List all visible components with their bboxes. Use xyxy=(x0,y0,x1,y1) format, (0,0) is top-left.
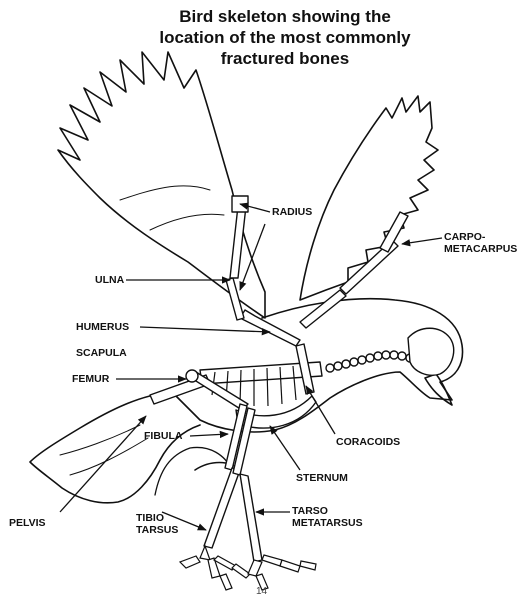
page-number: 14 xyxy=(256,586,267,597)
label-radius: RADIUS xyxy=(272,206,312,218)
label-ulna: ULNA xyxy=(95,274,124,286)
label-tibiotarsus: TIBIO TARSUS xyxy=(136,512,178,536)
label-tarsometatarsus-line-1: TARSO xyxy=(292,505,363,517)
label-tibiotarsus-line-1: TIBIO xyxy=(136,512,178,524)
diagram-title: Bird skeleton showing the location of th… xyxy=(120,6,450,69)
tibiotarsus-bone xyxy=(204,468,240,548)
label-coracoids: CORACOIDS xyxy=(336,436,400,448)
title-line-1: Bird skeleton showing the xyxy=(120,6,450,27)
ulna-bone xyxy=(226,278,244,320)
title-line-3: fractured bones xyxy=(120,48,450,69)
vertebrae xyxy=(326,351,414,372)
label-tibiotarsus-line-2: TARSUS xyxy=(136,524,178,536)
tarsometatarsus-bone xyxy=(240,474,262,562)
label-tarsometatarsus-line-2: METATARSUS xyxy=(292,517,363,529)
radius-bone xyxy=(230,206,246,278)
label-pelvis: PELVIS xyxy=(9,517,46,529)
label-fibula: FIBULA xyxy=(144,430,183,442)
label-humerus: HUMERUS xyxy=(76,321,129,333)
label-sternum: STERNUM xyxy=(296,472,348,484)
tail-outline xyxy=(30,392,200,503)
label-femur: FEMUR xyxy=(72,373,109,385)
title-line-2: location of the most commonly xyxy=(120,27,450,48)
label-carpometacarpus-line-1: CARPO- xyxy=(444,231,517,243)
label-tarsometatarsus: TARSO METATARSUS xyxy=(292,505,363,529)
label-scapula: SCAPULA xyxy=(76,347,127,359)
label-carpometacarpus-line-2: METACARPUS xyxy=(444,243,517,255)
label-carpometacarpus: CARPO- METACARPUS xyxy=(444,231,517,255)
